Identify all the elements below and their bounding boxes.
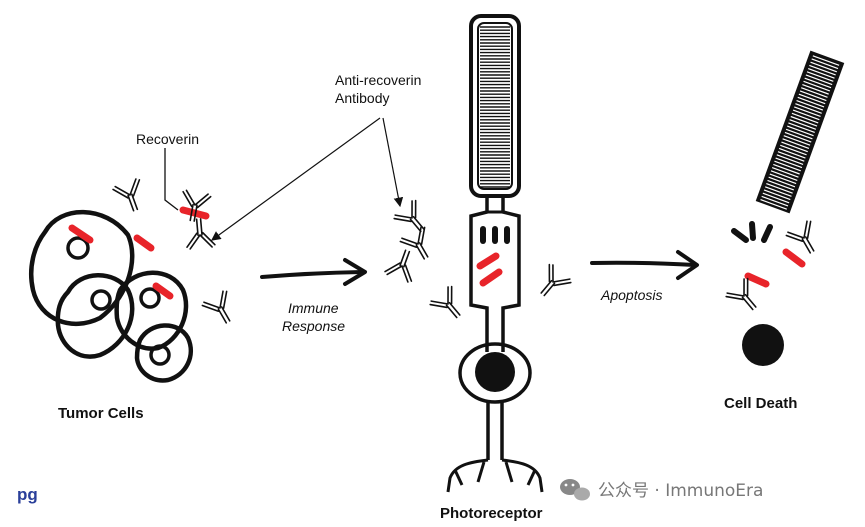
photoreceptor-cell xyxy=(446,14,544,493)
recoverin-label: Recoverin xyxy=(136,131,199,147)
antibody-pointer-right xyxy=(382,117,404,208)
recoverin-pointer xyxy=(164,148,179,211)
cell-death-label: Cell Death xyxy=(724,395,797,412)
watermark-text: 公众号 · ImmunoEra xyxy=(598,481,763,501)
tumor-cells-label: Tumor Cells xyxy=(58,405,144,422)
photoreceptor-inner-markers xyxy=(480,226,510,244)
recoverin-marker xyxy=(476,252,503,287)
antibody-label-line2: Antibody xyxy=(335,90,389,106)
apoptotic-nucleus xyxy=(742,324,784,366)
detached-outer-segment xyxy=(755,50,845,214)
immune-label-line2: Response xyxy=(282,318,345,334)
antibody-pointer-left xyxy=(211,117,381,241)
wechat-icon xyxy=(560,479,590,501)
photoreceptor-label: Photoreceptor xyxy=(440,505,543,522)
recoverin-marker xyxy=(68,206,210,300)
tumor-cells-cluster xyxy=(28,209,194,383)
antibody-label-line1: Anti-recoverin xyxy=(335,72,421,88)
apoptosis-label: Apoptosis xyxy=(600,287,662,303)
pg-logo: pg xyxy=(17,485,38,504)
recoverin-marker xyxy=(744,248,806,288)
immune-response-arrow xyxy=(260,258,367,286)
immune-label-line1: Immune xyxy=(288,300,339,316)
apoptosis-arrow xyxy=(590,250,699,280)
cell-fragments xyxy=(731,221,773,243)
